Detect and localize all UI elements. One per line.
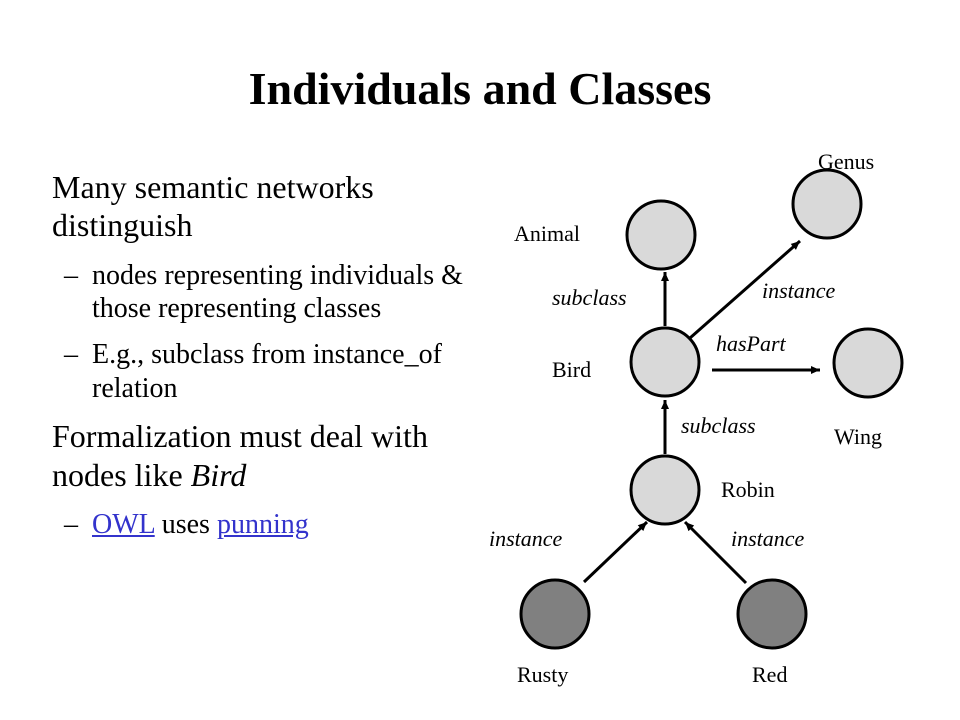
edge-label-bird-genus: instance [762, 278, 836, 303]
edge-bird-genus [689, 239, 801, 340]
dash-marker: – [64, 338, 78, 370]
label-wing: Wing [834, 424, 882, 449]
label-bird: Bird [552, 357, 591, 382]
sub-bullet-3-mid: uses [154, 508, 217, 540]
bullet-2: Formalization must deal with nodes like … [52, 417, 472, 494]
node-red [736, 578, 808, 650]
dash-marker: – [64, 259, 78, 291]
node-bird [629, 326, 701, 398]
dash-marker: – [64, 508, 78, 540]
bullet-list: Many semantic networks distinguish – nod… [52, 168, 472, 554]
sub-bullet-2: – E.g., subclass from instance_of relati… [52, 338, 472, 405]
node-wing [832, 327, 904, 399]
edge-rusty-robin [582, 520, 649, 584]
bullet-1: Many semantic networks distinguish [52, 169, 374, 244]
node-genus [791, 168, 863, 240]
edge-label-red-robin: instance [731, 526, 805, 551]
slide-title: Individuals and Classes [248, 63, 712, 114]
edge-label-rusty-robin: instance [489, 526, 563, 551]
owl-link[interactable]: OWL [92, 508, 155, 540]
label-animal: Animal [514, 221, 580, 246]
node-rusty [519, 578, 591, 650]
bullet-2-emphasis: Bird [190, 456, 247, 493]
edge-label-bird-wing: hasPart [716, 331, 787, 356]
sub-bullet-3-text: OWL uses punning [92, 508, 472, 542]
sub-bullet-3: – OWL uses punning [52, 508, 472, 542]
label-rusty: Rusty [517, 662, 568, 687]
punning-link[interactable]: punning [216, 508, 309, 540]
edge-label-robin-bird: subclass [681, 413, 756, 438]
label-red: Red [752, 662, 787, 687]
node-animal [625, 199, 697, 271]
edge-label-bird-animal: subclass [552, 285, 627, 310]
node-robin [629, 454, 701, 526]
sub-bullet-2-text: E.g., subclass from instance_of relation [92, 338, 442, 404]
sub-bullet-1-text: nodes representing individuals & those r… [92, 259, 463, 325]
label-robin: Robin [721, 477, 775, 502]
bullet-2-text: Formalization must deal with nodes like [52, 418, 428, 493]
label-genus: Genus [818, 149, 874, 174]
sub-bullet-1: – nodes representing individuals & those… [52, 259, 472, 326]
edge-red-robin [683, 520, 748, 585]
